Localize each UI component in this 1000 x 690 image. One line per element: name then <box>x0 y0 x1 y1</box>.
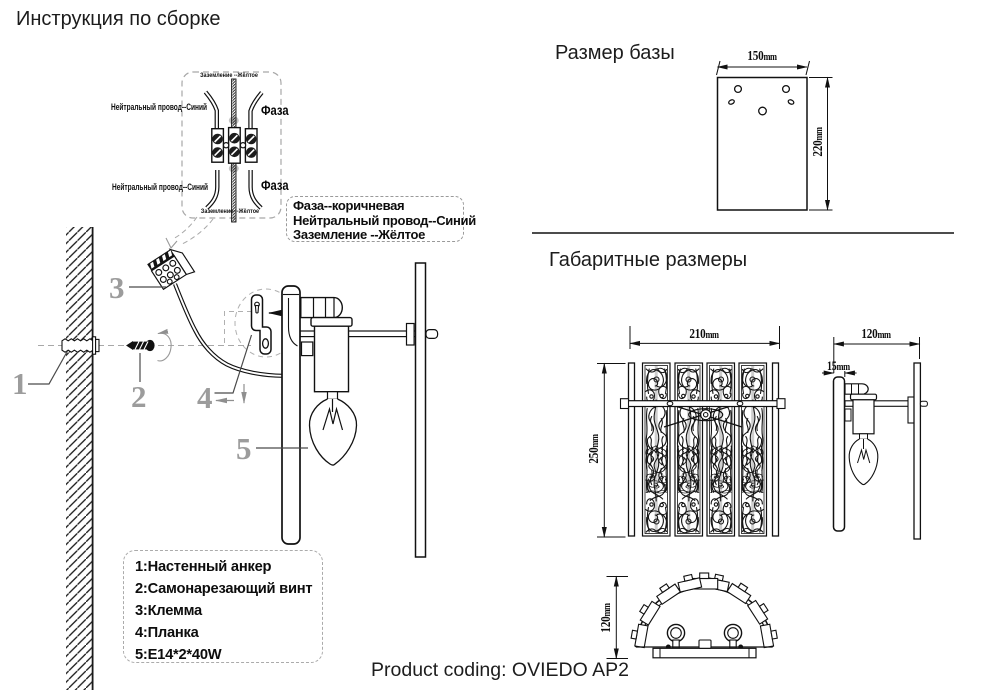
side-view <box>822 337 928 540</box>
callout-line: Нейтральный провод--Синий <box>293 212 476 228</box>
part-number-4: 4 <box>197 380 213 415</box>
bottom-sockets <box>665 623 744 650</box>
bottom-wires <box>205 170 263 210</box>
part-leaders <box>28 286 308 449</box>
label-neutral-bottom: Нейтральный провод--Синий <box>112 181 209 193</box>
bottom-view <box>606 572 778 660</box>
base-dim-lines <box>716 60 833 211</box>
wire-color-callout: Фаза--коричневая Нейтральный провод--Син… <box>286 196 476 242</box>
bottom-dims <box>606 575 628 660</box>
front-bar <box>621 400 784 408</box>
base-size-title: Размер базы <box>555 42 675 64</box>
dome-band <box>635 583 774 648</box>
side-backplate <box>832 376 846 532</box>
bar-end-cap <box>425 329 439 340</box>
bracket-guide-dash <box>224 311 252 346</box>
screw <box>126 339 155 352</box>
callout-line: Заземление --Жёлтое <box>293 227 426 242</box>
dome-tabs <box>630 572 778 649</box>
side-filament <box>857 439 871 464</box>
base-plate <box>716 76 808 211</box>
bulb-neck <box>326 391 339 400</box>
legend-item: 1:Настенный анкер <box>135 558 272 575</box>
base-size-drawing <box>716 60 833 211</box>
wall-anchor <box>61 336 100 355</box>
hook <box>287 298 298 347</box>
legend-item: 4:Планка <box>135 624 199 641</box>
holder-body <box>313 325 350 393</box>
label-ground-bottom: Заземление---Жёлтое <box>200 208 259 215</box>
dim-lamp-depth: 120mm <box>861 327 891 342</box>
top-wires <box>203 90 264 129</box>
overall-size-title: Габаритные размеры <box>549 249 748 271</box>
side-dims <box>822 337 921 377</box>
callout-line: Фаза--коричневая <box>293 198 405 213</box>
side-bar-nub <box>919 400 928 407</box>
dim-plate-thickness: 15mm <box>827 359 850 373</box>
side-crystal-panel <box>913 362 922 540</box>
part-number-5: 5 <box>236 431 252 466</box>
page-title: Инструкция по сборке <box>16 8 221 30</box>
dim-lamp-height: 250mm <box>587 433 602 464</box>
panel-plate <box>405 322 415 346</box>
base-holes <box>728 84 795 116</box>
mounting-bracket <box>250 294 272 355</box>
front-view <box>597 326 786 538</box>
side-panel-left <box>627 362 636 537</box>
label-ground-top: Заземление --Жёлтое <box>200 71 258 79</box>
junction-box <box>300 341 314 357</box>
label-neutral-top: Нейтральный провод--Синий <box>111 101 208 113</box>
legend-item: 3:Клемма <box>135 602 202 619</box>
front-bar-cap-left <box>619 398 630 410</box>
tail-arrowhead <box>165 237 178 249</box>
side-bulb-neck <box>859 433 868 440</box>
wiring-diagram <box>181 71 282 223</box>
front-bar-cap-right <box>776 398 786 410</box>
label-phase-top: Фаза <box>261 101 289 118</box>
connector-terminal <box>147 248 196 291</box>
dim-base-width: 150mm <box>747 49 777 64</box>
dim-dome-depth: 120mm <box>599 602 614 633</box>
bulb <box>308 398 358 466</box>
side-bulb <box>848 438 879 486</box>
rotation-arrow <box>157 328 172 362</box>
part-number-3: 3 <box>109 270 125 305</box>
part-number-2: 2 <box>131 379 147 414</box>
label-phase-bottom: Фаза <box>261 176 289 193</box>
legend-item: 5:E14*2*40W <box>135 646 222 663</box>
assembly-diagram <box>28 216 439 690</box>
side-holder-body <box>852 399 875 435</box>
dim-lamp-width: 210mm <box>689 327 719 342</box>
wiring-callout-tail <box>172 216 214 246</box>
terminal-blocks <box>211 126 258 164</box>
dim-base-height: 220mm <box>811 126 826 157</box>
lamp-assembly <box>281 262 439 558</box>
holder-flange <box>310 316 353 327</box>
motion-arrows <box>215 384 247 404</box>
filament <box>322 399 344 431</box>
side-socket-mount <box>844 383 869 395</box>
side-panel-right <box>771 362 780 537</box>
lead-wire <box>173 283 284 378</box>
ornament-panels <box>641 362 768 537</box>
backplate <box>281 285 301 545</box>
parts-legend: 1:Настенный анкер 2:Самонарезающий винт … <box>123 550 323 663</box>
side-junction <box>844 408 852 422</box>
bottom-base <box>635 639 773 659</box>
product-coding: Product coding: OVIEDO AP2 <box>371 659 629 681</box>
panel-glass-lines <box>654 366 755 533</box>
side-holder-flange <box>849 393 878 401</box>
front-dims <box>597 326 781 538</box>
socket-mount <box>300 296 344 319</box>
wall-section <box>66 227 94 690</box>
crystal-panel-side <box>414 262 427 558</box>
part-number-1: 1 <box>12 366 28 401</box>
legend-item: 2:Самонарезающий винт <box>135 580 313 597</box>
